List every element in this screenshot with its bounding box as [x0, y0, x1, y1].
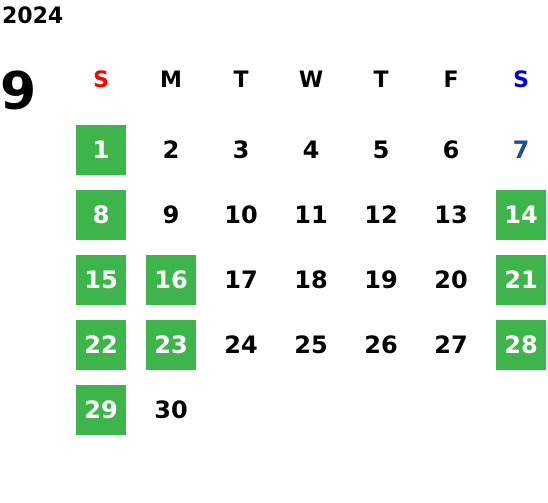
- day-cell-28: 28: [496, 320, 546, 370]
- day-cell-18: 18: [294, 266, 328, 294]
- year-label: 2024: [2, 4, 64, 29]
- day-cell-27: 27: [434, 331, 468, 359]
- day-cell-12: 12: [364, 201, 398, 229]
- day-cell-17: 17: [224, 266, 258, 294]
- day-cell-23: 23: [146, 320, 196, 370]
- day-cell-15: 15: [76, 255, 126, 305]
- day-cell-4: 4: [302, 136, 320, 164]
- day-cell-20: 20: [434, 266, 468, 294]
- day-cell-26: 26: [364, 331, 398, 359]
- weekday-header-3: W: [298, 68, 324, 93]
- day-cell-29: 29: [76, 385, 126, 435]
- weekday-header-0: S: [93, 68, 109, 93]
- day-cell-10: 10: [224, 201, 258, 229]
- day-cell-13: 13: [434, 201, 468, 229]
- day-cell-21: 21: [496, 255, 546, 305]
- day-cell-19: 19: [364, 266, 398, 294]
- day-cell-1: 1: [76, 125, 126, 175]
- day-cell-7: 7: [512, 136, 530, 164]
- day-cell-30: 30: [154, 396, 188, 424]
- weekday-header-6: S: [513, 68, 529, 93]
- weekday-header-2: T: [233, 68, 249, 93]
- day-cell-2: 2: [162, 136, 180, 164]
- weekday-header-4: T: [373, 68, 389, 93]
- day-cell-25: 25: [294, 331, 328, 359]
- weekday-header-5: F: [443, 68, 459, 93]
- day-cell-9: 9: [162, 201, 180, 229]
- day-cell-11: 11: [294, 201, 328, 229]
- day-cell-14: 14: [496, 190, 546, 240]
- day-cell-24: 24: [224, 331, 258, 359]
- weekday-header-1: M: [160, 68, 182, 93]
- day-cell-22: 22: [76, 320, 126, 370]
- day-cell-6: 6: [442, 136, 460, 164]
- day-cell-16: 16: [146, 255, 196, 305]
- day-cell-5: 5: [372, 136, 390, 164]
- day-cell-3: 3: [232, 136, 250, 164]
- day-cell-8: 8: [76, 190, 126, 240]
- month-number: 9: [0, 62, 37, 122]
